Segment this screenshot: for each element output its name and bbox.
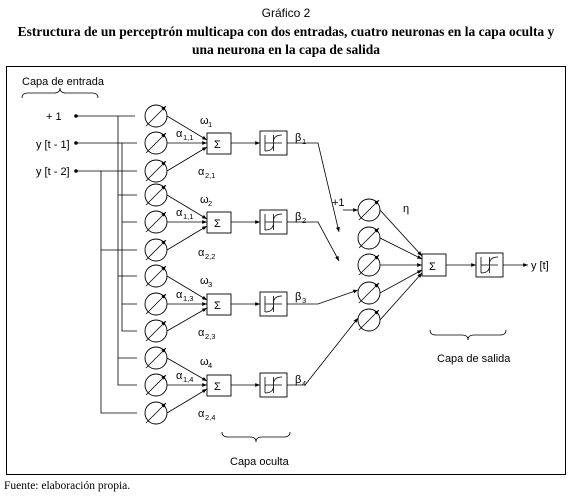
svg-text:β: β (295, 132, 301, 144)
svg-text:α: α (198, 327, 205, 339)
svg-text:3: 3 (302, 296, 306, 305)
output-label: y [t] (531, 260, 549, 272)
input-taps (74, 114, 78, 173)
input-y-t2-label: y [t - 2] (36, 166, 70, 178)
svg-text:4: 4 (208, 361, 212, 370)
svg-text:1,3: 1,3 (183, 294, 193, 303)
eta-label: η (403, 203, 409, 215)
output-weight-to-sum-wires (379, 209, 423, 321)
svg-text:β: β (295, 291, 301, 303)
svg-text:3: 3 (208, 280, 212, 289)
svg-text:Σ: Σ (214, 218, 221, 230)
svg-text:Σ: Σ (214, 300, 221, 312)
figure-source: Fuente: elaboración propia. (4, 480, 131, 492)
input-layer-label: Capa de entrada (22, 76, 105, 88)
svg-text:β: β (295, 211, 301, 223)
svg-text:ω: ω (200, 275, 209, 287)
output-sum-symbol: Σ (429, 261, 436, 273)
svg-text:1,4: 1,4 (183, 375, 193, 384)
output-activation-curve (480, 256, 499, 274)
weight-to-sum-wires (166, 115, 208, 414)
svg-text:2,4: 2,4 (205, 413, 215, 422)
diagram-frame (6, 66, 566, 475)
svg-text:α: α (198, 408, 205, 420)
output-bias-label: +1 (332, 197, 345, 209)
input-y-t1-label: y [t - 1] (36, 139, 70, 151)
svg-text:1: 1 (302, 137, 306, 146)
output-layer-brace (429, 329, 507, 341)
svg-text:2,2: 2,2 (205, 252, 215, 261)
svg-text:2: 2 (208, 199, 212, 208)
svg-text:2,3: 2,3 (205, 332, 215, 341)
hidden-activation-nodes (259, 130, 288, 398)
figure-number: Gráfico 2 (261, 6, 311, 20)
svg-text:2,1: 2,1 (205, 171, 215, 180)
svg-text:α: α (176, 128, 183, 140)
svg-text:Σ: Σ (214, 139, 221, 151)
hidden-sum-nodes: Σ Σ Σ Σ (206, 132, 232, 397)
svg-text:β: β (295, 374, 301, 386)
svg-text:1,1: 1,1 (183, 212, 193, 221)
hidden-weight-circles (144, 104, 168, 425)
svg-text:ω: ω (200, 356, 209, 368)
svg-text:ω: ω (200, 194, 209, 206)
output-layer-label: Capa de salida (437, 353, 511, 365)
svg-text:4: 4 (302, 379, 306, 388)
figure-title-line-1: Estructura de un perceptrón multicapa co… (17, 24, 555, 39)
hidden-layer-brace (221, 431, 291, 443)
input-layer-brace (21, 87, 99, 99)
input-bias-label: + 1 (46, 111, 62, 123)
sum-to-activation-wires (231, 141, 260, 387)
figure-title: Estructura de un perceptrón multicapa co… (0, 23, 572, 59)
svg-text:ω: ω (200, 115, 209, 127)
hidden-to-output-wires (287, 142, 359, 386)
svg-text:2: 2 (302, 216, 306, 225)
svg-text:Σ: Σ (214, 381, 221, 393)
input-distribution-wires (76, 115, 137, 414)
svg-text:α: α (198, 247, 205, 259)
svg-text:1: 1 (208, 120, 212, 129)
svg-text:1,1: 1,1 (183, 133, 193, 142)
hidden-layer-label: Capa oculta (230, 456, 290, 468)
svg-text:α: α (176, 289, 183, 301)
svg-text:α: α (176, 370, 183, 382)
figure-title-line-2: una neurona en la capa de salida (191, 42, 381, 57)
svg-text:α: α (198, 166, 205, 178)
svg-text:α: α (176, 207, 183, 219)
output-weight-circles (357, 198, 381, 332)
